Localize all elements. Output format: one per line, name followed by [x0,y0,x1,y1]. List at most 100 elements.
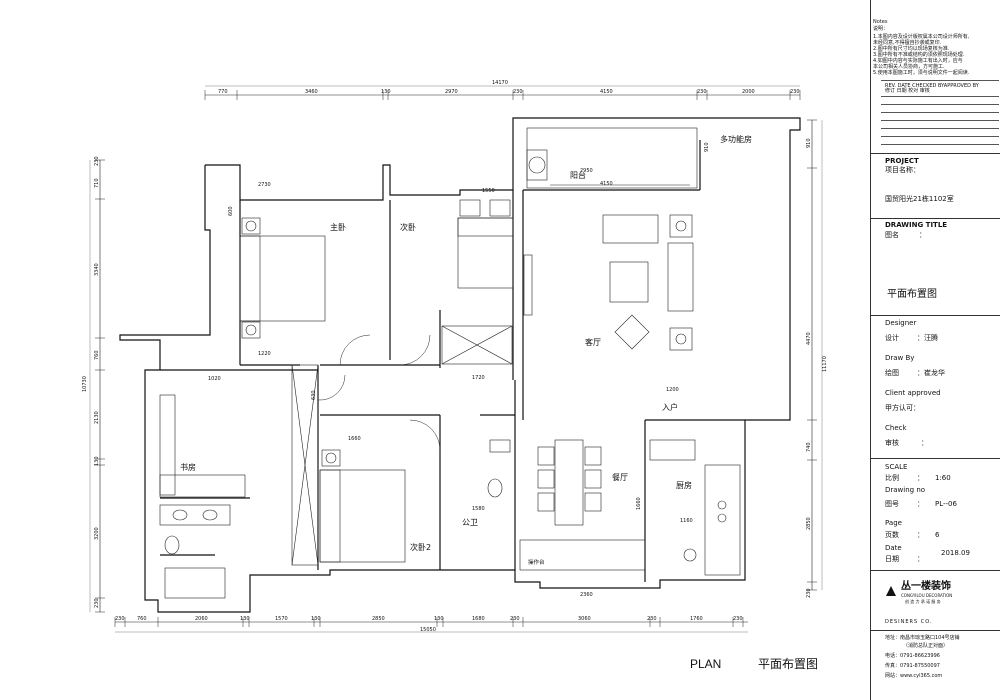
wardrobes [159,364,319,566]
project-label: PROJECT [885,157,919,165]
footer-plan-en: PLAN [690,657,722,671]
svg-text:230: 230 [94,598,100,608]
logo-cn: 丛一楼装饰 [901,581,951,592]
svg-text:2950: 2950 [580,168,593,174]
svg-text:4150: 4150 [600,89,613,95]
svg-text:1660: 1660 [636,497,642,510]
company-logo-icon [885,582,897,596]
svg-text:910: 910 [806,138,812,148]
company-website: 网站：www.cyl365.com [885,673,943,679]
svg-text:3200: 3200 [94,527,100,540]
svg-text:1550: 1550 [482,188,495,194]
svg-text:1680: 1680 [472,616,485,622]
designer-name: ：汪腾 [917,334,938,342]
svg-text:1160: 1160 [680,518,693,524]
balcony-area [526,127,698,189]
svg-text:3340: 3340 [94,263,100,276]
svg-text:910: 910 [704,142,710,152]
room-label-balcony: 阳台 [570,170,586,180]
svg-text:1020: 1020 [208,376,221,382]
svg-text:4150: 4150 [600,181,613,187]
room-label-study: 书房 [180,462,196,472]
svg-text:1580: 1580 [472,506,485,512]
living-furniture [523,214,694,351]
svg-text:130: 130 [240,616,250,622]
svg-text:2130: 2130 [94,411,100,424]
svg-text:230: 230 [513,89,523,95]
dim-total-bottom: 15050 [420,627,436,633]
svg-text:230: 230 [510,616,520,622]
svg-text:2000: 2000 [742,89,755,95]
svg-text:760: 760 [137,616,147,622]
notes-cn: 说明： [873,26,889,32]
svg-text:3460: 3460 [305,89,318,95]
svg-text:2850: 2850 [372,616,385,622]
svg-text:2360: 2360 [580,592,593,598]
svg-text:130: 130 [381,89,391,95]
svg-text:230: 230 [806,588,812,598]
room-label-master: 主卧 [330,222,346,232]
kitchen-fixtures [649,439,741,576]
svg-text:2850: 2850 [806,517,812,530]
svg-text:230: 230 [94,156,100,166]
company-address: 地址：南昌市琼玉路口104号店铺 [885,635,960,641]
drawing-number: PL--06 [935,500,957,508]
company-fax: 传真：0791-87550097 [885,663,940,669]
doors [317,334,441,451]
dimension-texts: 14170 770 3460 130 2970 230 4150 230 200… [82,80,828,633]
svg-text:1720: 1720 [472,375,485,381]
drawing-footer: PLAN 平面布置图 [690,655,818,672]
room-label-worktop: 操作台 [528,558,545,566]
title-block: Notes 说明： 1.本图内容及设计版权属本公司设计师所有, 未经同意,不得擅… [870,0,1000,700]
revision-header: REV. DATE CHECKED BYAPPROVED BY [885,83,979,89]
scale-value: 1:60 [935,474,951,482]
svg-text:710: 710 [94,178,100,188]
svg-text:2730: 2730 [258,182,271,188]
svg-text:2970: 2970 [445,89,458,95]
svg-text:4470: 4470 [806,332,812,345]
room-labels: 主卧 次卧 阳台 多功能房 客厅 入户 书房 次卧2 公卫 餐厅 厨房 操作台 [180,134,752,566]
master-bed [239,217,326,339]
room-label-bath: 公卫 [462,518,478,527]
dim-total-left: 10730 [82,376,88,392]
svg-text:130: 130 [311,616,321,622]
room-label-second2: 次卧2 [410,542,431,552]
room-label-dining: 餐厅 [612,473,628,482]
svg-text:230: 230 [697,89,707,95]
walls [119,117,801,613]
svg-text:230: 230 [790,89,800,95]
svg-text:3060: 3060 [578,616,591,622]
project-name: 国贸阳光21栋1102室 [885,195,954,203]
drawn-name: ：崔龙华 [917,369,945,377]
room-label-second: 次卧 [400,222,416,232]
room-label-living: 客厅 [585,337,601,347]
svg-text:230: 230 [647,616,657,622]
svg-text:1760: 1760 [690,616,703,622]
svg-text:2060: 2060 [195,616,208,622]
company-phone: 电话：0791-86623996 [885,653,940,659]
svg-text:1570: 1570 [275,616,288,622]
second-bed [441,199,514,365]
room-label-entry: 入户 [662,402,678,412]
svg-text:630: 630 [311,390,317,400]
svg-text:130: 130 [94,456,100,466]
drawing-title-label: DRAWING TITLE [885,221,948,229]
second2-bed [319,449,406,563]
svg-text:1200: 1200 [666,387,679,393]
dining-set [519,439,646,571]
svg-text:770: 770 [218,89,228,95]
dim-total-right: 11170 [822,356,828,372]
svg-text:1660: 1660 [348,436,361,442]
dim-total-top: 14170 [492,80,508,86]
room-label-kitchen: 厨房 [676,480,692,490]
svg-text:1220: 1220 [258,351,271,357]
room-label-multi: 多功能房 [720,134,752,144]
drawing-title: 平面布置图 [887,289,937,300]
bathroom-fixtures [159,439,511,599]
date-value: 2018.09 [941,549,970,557]
svg-text:230: 230 [733,616,743,622]
svg-text:600: 600 [228,206,234,216]
page-number: 6 [935,531,940,539]
